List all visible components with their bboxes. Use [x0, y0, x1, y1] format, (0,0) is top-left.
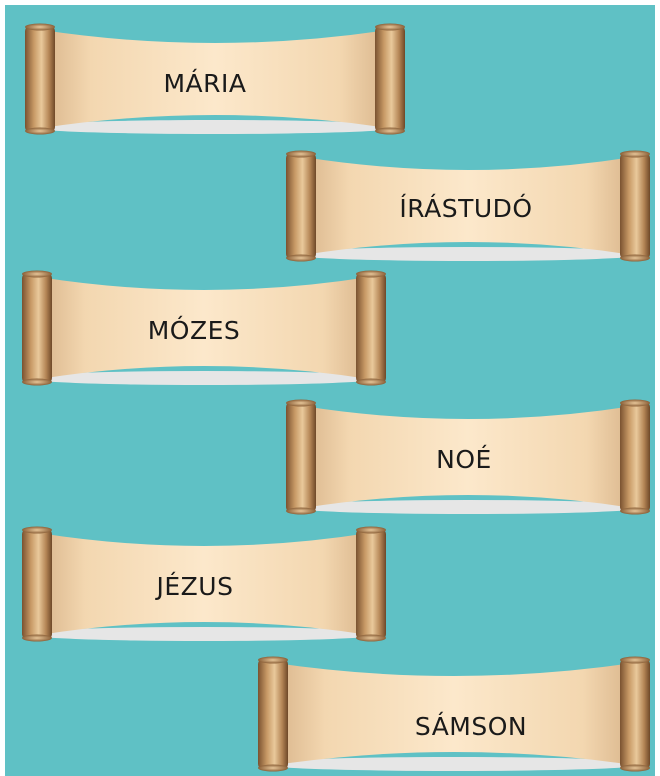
scroll-label: ÍRÁSTUDÓ — [399, 193, 532, 223]
scroll-label: JÉZUS — [155, 572, 234, 601]
scroll-card-jezus[interactable]: JÉZUS — [17, 523, 391, 647]
scroll-label: SÁMSON — [415, 712, 527, 741]
scroll-label: NOÉ — [436, 445, 492, 474]
scroll-card-irastudo[interactable]: ÍRÁSTUDÓ — [281, 147, 655, 267]
scroll-board: MÁRIA ÍRÁSTUDÓ MÓZES NOÉ — [5, 5, 655, 776]
scroll-card-samson[interactable]: SÁMSON — [253, 653, 655, 776]
scroll-card-noe[interactable]: NOÉ — [281, 396, 655, 520]
scroll-card-maria[interactable]: MÁRIA — [20, 20, 410, 140]
scroll-label: MÁRIA — [163, 69, 246, 98]
scroll-card-mozes[interactable]: MÓZES — [17, 267, 391, 391]
scroll-label: MÓZES — [148, 315, 241, 345]
